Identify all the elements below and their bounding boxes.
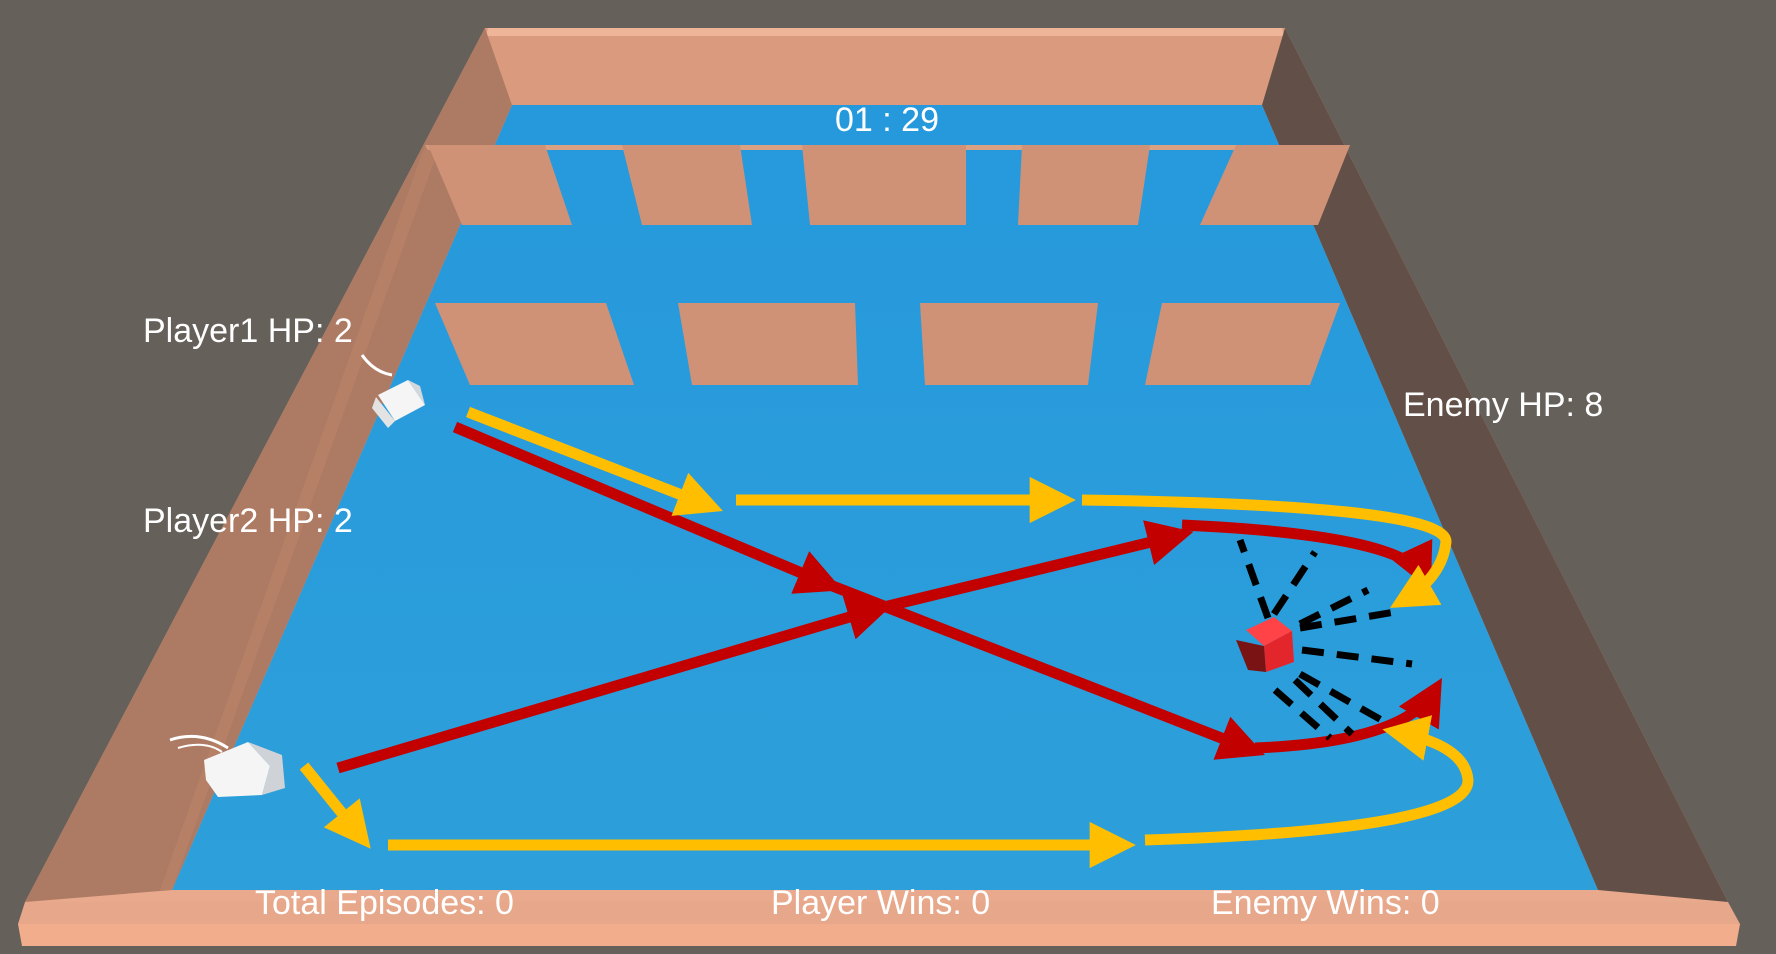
yellow-path-arrow — [299, 762, 371, 849]
vision-ray — [1299, 608, 1396, 632]
player1-cube — [360, 354, 425, 428]
cover-block — [428, 145, 572, 225]
cover-row-2 — [435, 303, 1340, 385]
cover-row-1 — [428, 145, 1350, 225]
arena — [18, 28, 1740, 946]
vision-ray — [1236, 538, 1272, 620]
player2-hp-label: Player2 HP: 2 — [143, 502, 353, 540]
left-wall — [25, 28, 512, 902]
cover-block — [622, 145, 752, 225]
vision-ray — [1298, 586, 1370, 628]
player2-cube — [169, 734, 285, 797]
red-path-arrow — [827, 579, 1265, 760]
player2-trail — [169, 734, 229, 750]
player1-hp-label: Player1 HP: 2 — [143, 312, 353, 350]
front-wall-face — [18, 924, 1740, 946]
enemy-wins-label: Enemy Wins: 0 — [1211, 884, 1440, 922]
episode-timer: 01 : 29 — [835, 101, 939, 139]
red-path-arrow — [1254, 678, 1442, 754]
total-episodes-label: Total Episodes: 0 — [255, 884, 514, 922]
cover-block — [435, 303, 634, 385]
yellow-path-arrow — [466, 406, 723, 516]
cover-block — [1018, 145, 1150, 225]
yellow-path-arrow — [1081, 494, 1452, 608]
vision-ray — [1272, 687, 1333, 741]
red-path-arrow — [336, 595, 894, 774]
right-wall — [1262, 28, 1728, 902]
player-wins-label: Player Wins: 0 — [771, 884, 990, 922]
vision-ray — [1271, 550, 1318, 616]
cover-block — [1200, 145, 1350, 225]
red-path-arrow — [878, 520, 1194, 614]
hud: 01 : 29 Player1 HP: 2 Player2 HP: 2 Enem… — [143, 101, 1603, 922]
front-wall — [18, 902, 1740, 924]
enemy-hp-label: Enemy HP: 8 — [1403, 386, 1603, 424]
cover-block — [1145, 303, 1340, 385]
player1-trail — [360, 354, 393, 377]
vision-ray — [1301, 646, 1413, 668]
inner-divider-left — [160, 145, 440, 890]
back-wall-top — [486, 28, 1284, 36]
back-wall — [485, 28, 1285, 105]
enemy-cube — [1236, 617, 1294, 672]
yellow-path-arrow — [1144, 715, 1474, 846]
cover-block — [802, 145, 966, 225]
movement-paths — [299, 406, 1474, 869]
cover-block — [678, 303, 858, 385]
vision-ray — [1298, 670, 1387, 726]
cover-block — [920, 303, 1098, 385]
enemy-vision-rays — [1236, 538, 1413, 741]
vision-ray — [1292, 677, 1355, 737]
red-path-arrow — [452, 421, 843, 594]
